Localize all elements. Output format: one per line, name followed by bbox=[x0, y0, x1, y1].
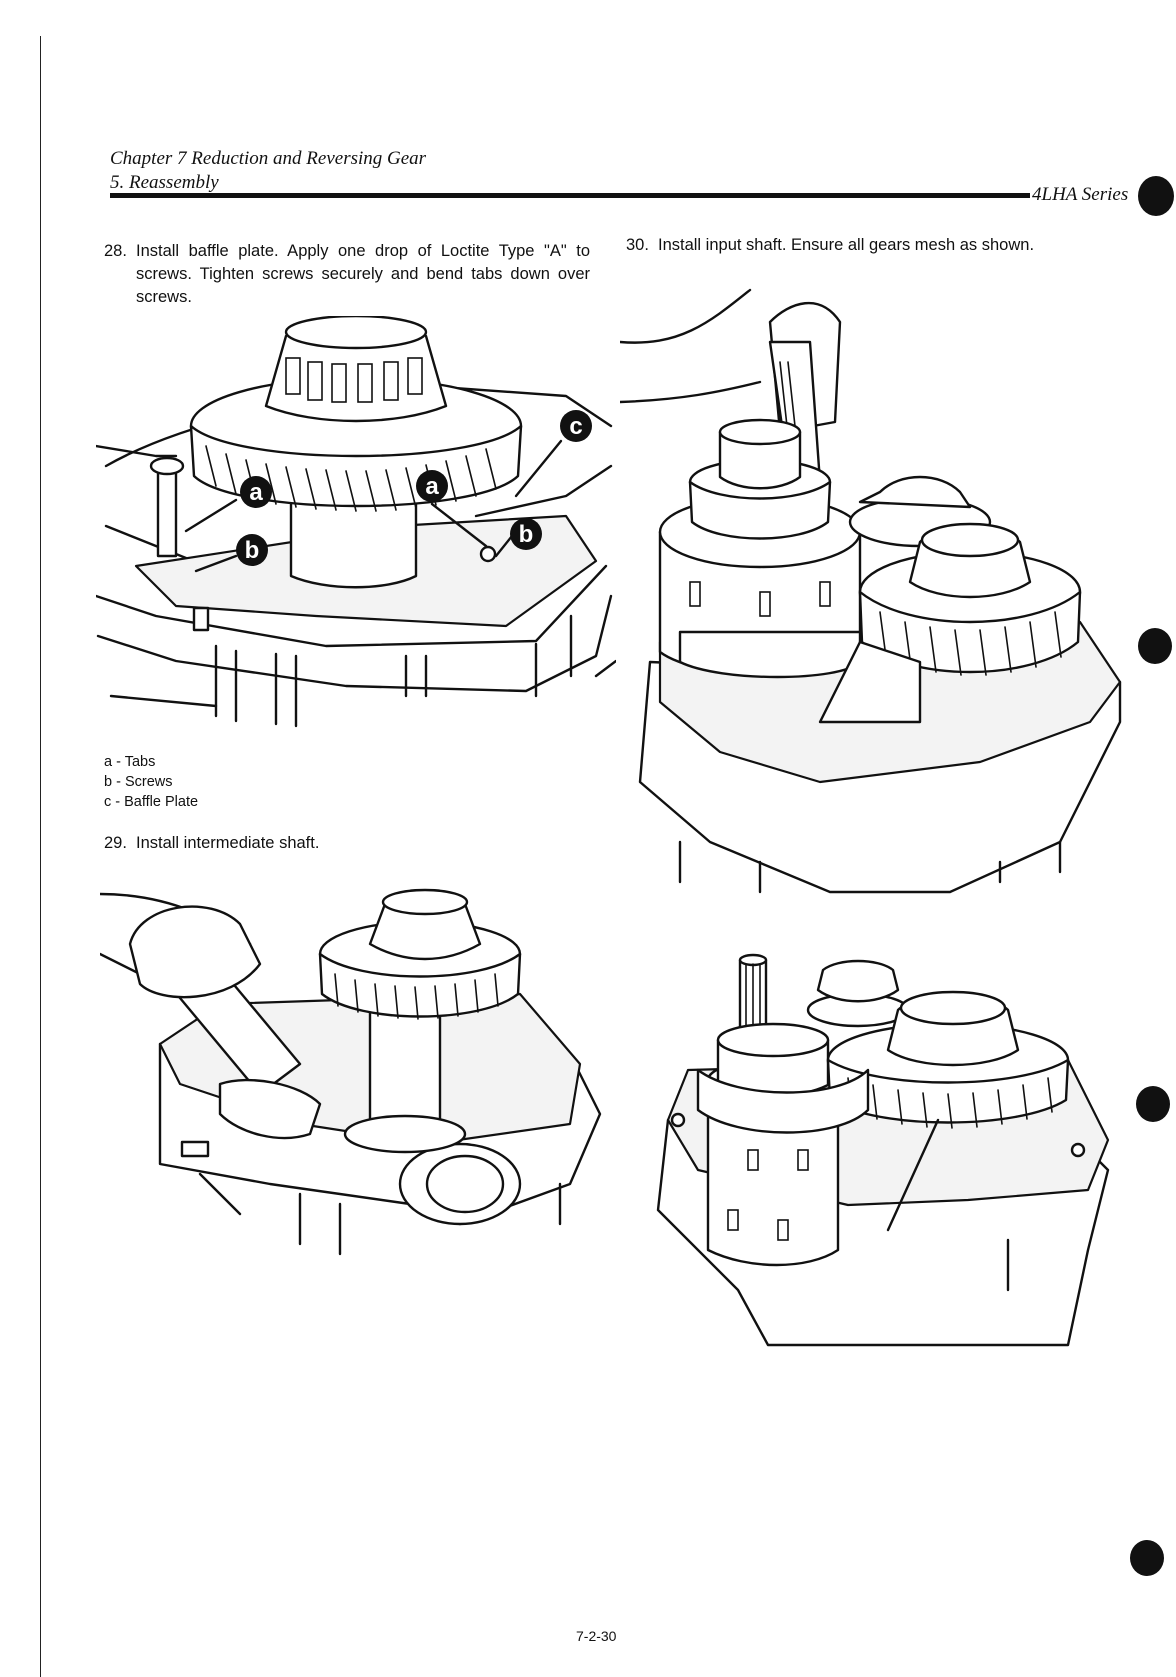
step-number: 29. bbox=[104, 834, 127, 852]
step-29: 29. Install intermediate shaft. bbox=[104, 832, 584, 855]
input-shaft-installation-drawing-icon bbox=[620, 288, 1122, 894]
svg-text:a: a bbox=[425, 473, 439, 500]
legend-item: b - Screws bbox=[104, 774, 173, 790]
punch-hole-mark bbox=[1138, 176, 1174, 216]
punch-hole-mark bbox=[1136, 1086, 1170, 1122]
intermediate-shaft-installation-drawing-icon bbox=[100, 888, 602, 1256]
callout-b: b bbox=[510, 518, 542, 550]
step-number: 30. bbox=[626, 236, 649, 254]
punch-hole-mark bbox=[1130, 1540, 1164, 1576]
intermediate-shaft-figure bbox=[100, 884, 620, 1264]
step-text: Install baffle plate. Apply one drop of … bbox=[136, 242, 590, 306]
chapter-title: Chapter 7 Reduction and Reversing Gear bbox=[110, 148, 427, 169]
callout-c: c bbox=[560, 410, 592, 442]
legend-item: c - Baffle Plate bbox=[104, 794, 199, 810]
punch-hole-mark bbox=[1138, 628, 1172, 664]
legend-item: a - Tabs bbox=[104, 754, 156, 770]
callout-b: b bbox=[236, 534, 268, 566]
step-28: 28. Install baffle plate. Apply one drop… bbox=[104, 240, 590, 309]
svg-text:b: b bbox=[519, 521, 534, 548]
baffle-plate-figure: a b a b c bbox=[96, 316, 616, 740]
step-30: 30. Install input shaft. Ensure all gear… bbox=[626, 234, 1146, 257]
callout-a: a bbox=[240, 476, 272, 508]
callout-a: a bbox=[416, 470, 448, 502]
figure-legend: a - Tabs b - Screws c - Baffle Plate bbox=[104, 752, 198, 812]
section-title: 5. Reassembly bbox=[110, 172, 219, 193]
input-shaft-figure bbox=[620, 282, 1140, 902]
step-number: 28. bbox=[104, 242, 127, 260]
svg-text:a: a bbox=[249, 479, 263, 506]
page-number: 7-2-30 bbox=[576, 1628, 617, 1644]
header-rule bbox=[110, 193, 1030, 198]
svg-text:b: b bbox=[245, 537, 260, 564]
binder-margin-line bbox=[40, 36, 41, 1677]
baffle-plate-installation-drawing-icon: a b a b c bbox=[96, 316, 616, 728]
assembled-gears-drawing-icon bbox=[656, 953, 1110, 1347]
step-text: Install intermediate shaft. bbox=[136, 834, 320, 852]
step-text: Install input shaft. Ensure all gears me… bbox=[658, 236, 1035, 254]
assembled-gears-figure bbox=[648, 950, 1118, 1350]
series-label: 4LHA Series bbox=[1032, 184, 1129, 205]
svg-text:c: c bbox=[569, 413, 582, 440]
